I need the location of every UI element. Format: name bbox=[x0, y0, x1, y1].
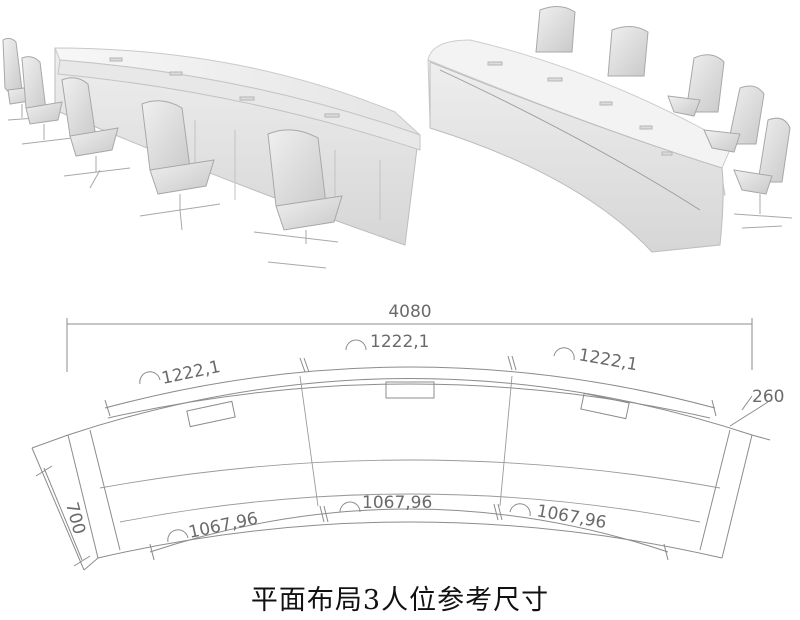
chair-right-2 bbox=[607, 26, 649, 77]
outer-arc-dimension bbox=[104, 366, 716, 409]
outer-arc-labels: 1222,1 1222,1 1222,1 bbox=[139, 332, 639, 389]
chair-left-4 bbox=[139, 100, 221, 231]
chair-right-3 bbox=[667, 54, 725, 117]
inner-arc-labels: 1067,96 1067,96 1067,96 bbox=[167, 493, 608, 543]
chair-left-3 bbox=[61, 77, 131, 189]
total-width-label: 4080 bbox=[388, 302, 431, 322]
edge-width-dimension: 260 bbox=[729, 387, 784, 427]
plan-dimension-drawing: 4080 1222,1 1222,1 1222,1 bbox=[31, 302, 784, 571]
chair-left-2 bbox=[21, 56, 73, 145]
outer-arc-label-3: 1222,1 bbox=[577, 345, 639, 375]
edge-width-label: 260 bbox=[752, 387, 784, 407]
left-desk-view bbox=[2, 37, 421, 269]
chair-right-4 bbox=[703, 85, 765, 153]
total-width-dimension: 4080 bbox=[66, 302, 753, 372]
chair-left-5 bbox=[253, 129, 343, 269]
outer-arc-label-2: 1222,1 bbox=[370, 332, 429, 352]
depth-dimension: 700 bbox=[35, 465, 91, 567]
chair-right-5 bbox=[733, 117, 793, 229]
inner-arc-label-1: 1067,96 bbox=[187, 509, 260, 543]
desk-render-views bbox=[2, 6, 793, 269]
grommet-left bbox=[186, 400, 236, 428]
grommet-right bbox=[580, 392, 630, 420]
inner-arc-ticks bbox=[149, 503, 669, 561]
desk-plan-outline bbox=[31, 375, 771, 571]
inner-arc-dimension bbox=[149, 508, 669, 553]
inner-arc-label-2: 1067,96 bbox=[362, 493, 432, 513]
chair-right-1 bbox=[535, 6, 576, 53]
grommet-center bbox=[385, 381, 435, 399]
plan-caption: 平面布局3人位参考尺寸 bbox=[250, 585, 550, 616]
right-desk-view bbox=[427, 6, 793, 253]
outer-arc-ticks bbox=[104, 355, 717, 417]
